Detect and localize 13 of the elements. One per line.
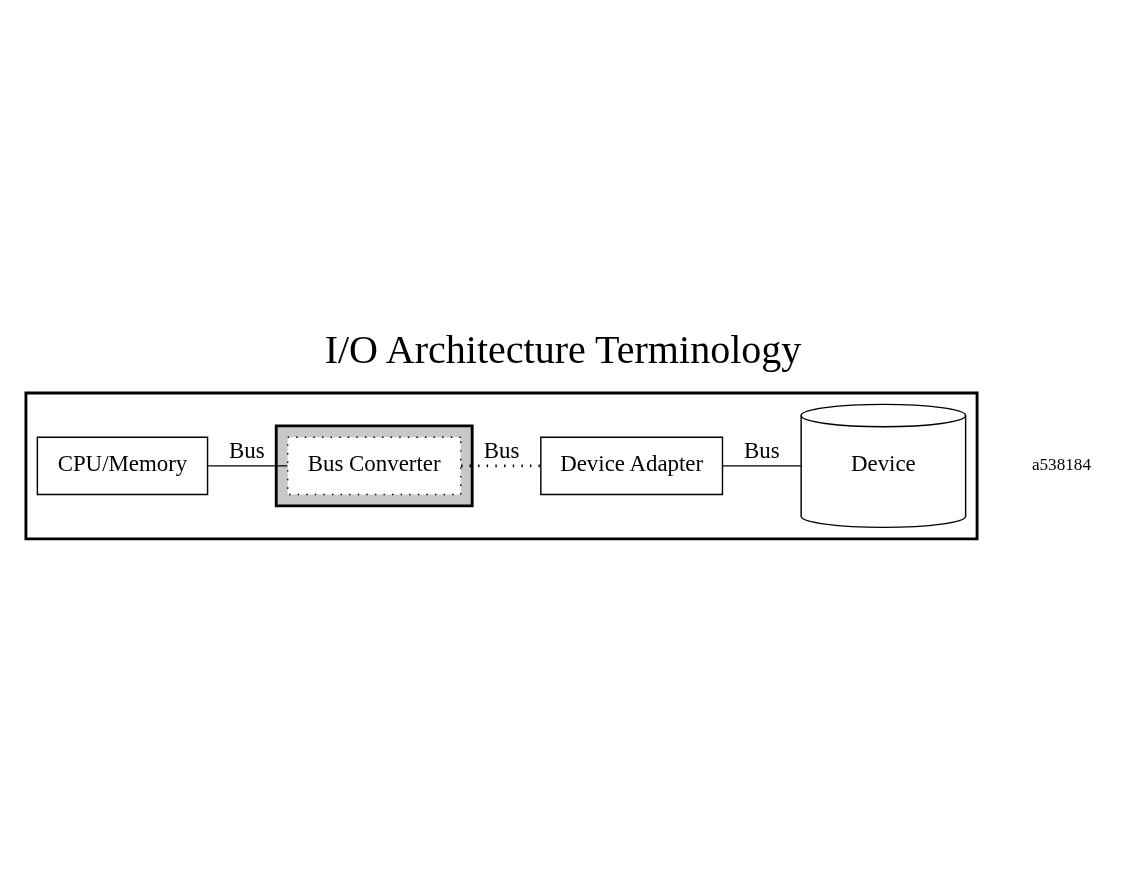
diagram-title: I/O Architecture Terminology [324, 327, 802, 373]
node-box: Device Adapter [540, 436, 724, 496]
edge-label: Bus [744, 438, 780, 464]
cluster [24, 391, 979, 541]
cluster [274, 424, 474, 508]
node-box: CPU/Memory [36, 436, 209, 496]
connector [722, 465, 802, 467]
connector [461, 464, 541, 468]
node-box: Bus Converter [286, 436, 462, 496]
label: a538184 [1031, 455, 1092, 475]
edge-label: Bus [483, 438, 520, 464]
connector [207, 465, 289, 467]
edge-label: Bus [229, 438, 265, 464]
